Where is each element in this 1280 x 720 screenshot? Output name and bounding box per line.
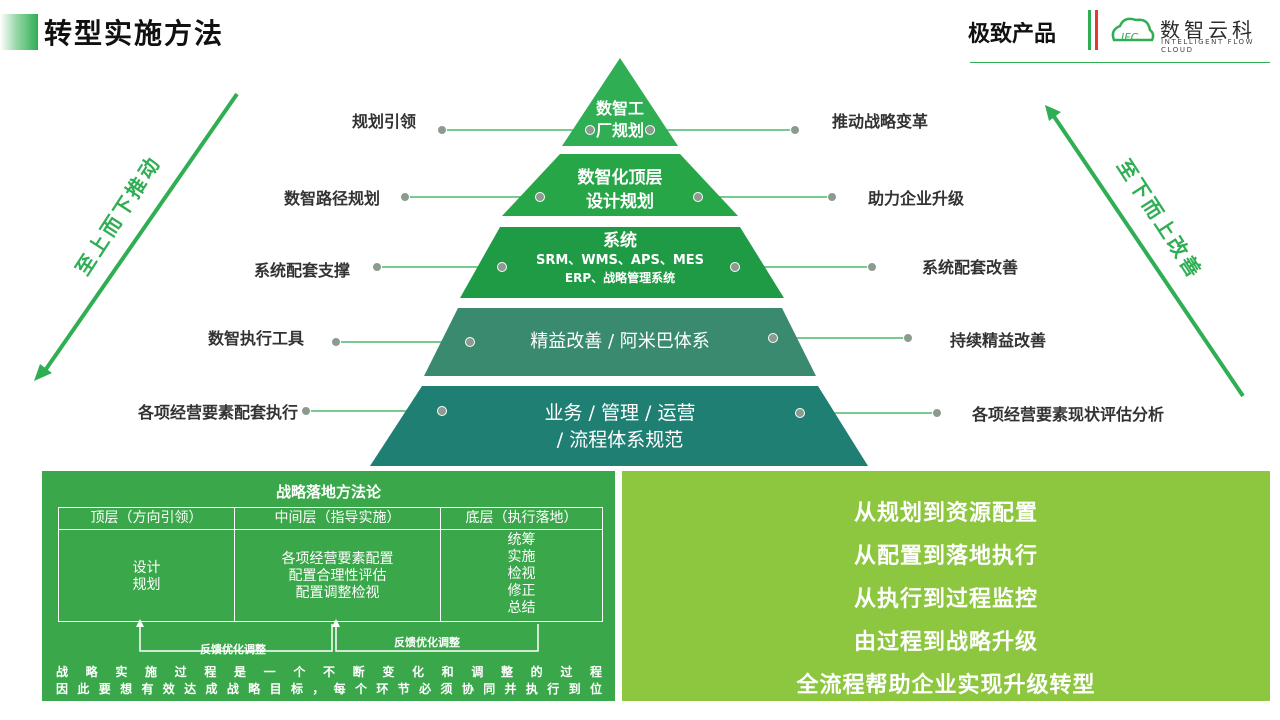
brand-logo-icon: IFC <box>1111 17 1155 44</box>
header-bottom-layer: 底层（执行落地） <box>465 510 578 526</box>
label-elements-assessment: 各项经营要素现状评估分析 <box>972 405 1165 424</box>
label-elements-execution: 各项经营要素配套执行 <box>137 403 298 422</box>
methodology-footer-1: 战略实施过程是一个不断变化和调整的过程 <box>56 665 602 679</box>
tier-2-shape <box>502 154 738 216</box>
connector-dots <box>301 125 942 418</box>
flow-item-3: 从执行到过程监控 <box>853 587 1038 612</box>
tier-3-text: 系统 SRM、WMS、APS、MES ERP、战略管理系统 <box>535 231 705 285</box>
tier-5-text: 业务 / 管理 / 运营/ 流程体系规范 <box>544 402 696 451</box>
header-rule <box>970 62 1270 63</box>
label-strategy-change: 推动战略变革 <box>832 112 929 131</box>
tier-2-text: 数智化顶层设计规划 <box>577 168 663 212</box>
header-divider <box>59 529 602 530</box>
label-digital-path: 数智路径规划 <box>283 189 380 208</box>
label-enterprise-upgrade: 助力企业升级 <box>868 189 965 208</box>
flow-item-4: 由过程到战略升级 <box>853 630 1038 655</box>
header-middle-layer: 中间层（指导实施） <box>274 510 401 526</box>
label-continuous-lean: 持续精益改善 <box>950 331 1047 350</box>
brand-subtitle: INTELLIGENT FLOW CLOUD <box>1161 38 1255 54</box>
label-execution-tools: 数智执行工具 <box>207 329 304 348</box>
flow-item-2: 从配置到落地执行 <box>853 544 1038 569</box>
feedback-label-1: 反馈优化调整 <box>200 643 266 656</box>
cell-bottom-layer: 统筹实施检视修正总结 <box>507 532 536 616</box>
flow-item-5: 全流程帮助企业实现升级转型 <box>796 673 1096 698</box>
methodology-title: 战略落地方法论 <box>275 483 381 501</box>
methodology-table: 顶层（方向引领） 中间层（指导实施） 底层（执行落地） 设计规划 各项经营要素配… <box>58 507 603 622</box>
brand-name: 数智云科 <box>1160 18 1256 42</box>
tier-4-shape <box>424 308 816 376</box>
label-system-improve: 系统配套改善 <box>922 258 1019 277</box>
page-title: 转型实施方法 <box>44 17 225 50</box>
title-accent-bar <box>0 14 38 50</box>
feedback-label-2: 反馈优化调整 <box>394 636 460 649</box>
right-up-arrow-icon <box>1045 105 1245 398</box>
methodology-panel: 战略落地方法论 顶层（方向引领） 中间层（指导实施） 底层（执行落地） 设计规划… <box>42 471 615 701</box>
cell-middle-layer: 各项经营要素配置配置合理性评估配置调整检视 <box>281 551 394 601</box>
feedback-arrows-icon <box>136 619 539 652</box>
tier-1-text: 数智工厂规划 <box>595 99 644 140</box>
tier-1-shape <box>562 58 678 146</box>
flow-panel: 从规划到资源配置 从配置到落地执行 从执行到过程监控 由过程到战略升级 全流程帮… <box>622 471 1270 701</box>
svg-text:IFC: IFC <box>1121 31 1139 44</box>
brand-divider-red <box>1095 10 1098 50</box>
header-top-layer: 顶层（方向引领） <box>90 510 203 526</box>
label-system-support: 系统配套支撑 <box>253 261 350 280</box>
flow-item-1: 从规划到资源配置 <box>853 501 1038 526</box>
column-divider <box>440 508 441 621</box>
pyramid-diagram <box>34 58 1245 466</box>
left-down-arrow-icon <box>34 92 239 381</box>
tier-5-shape <box>370 386 868 466</box>
tier-4-text: 精益改善 / 阿米巴体系 <box>530 331 710 352</box>
methodology-footer-2: 因此要想有效达成战略目标，每个环节必须协同并执行到位 <box>56 682 602 696</box>
cell-top-layer: 设计规划 <box>132 560 161 593</box>
column-divider <box>234 508 235 621</box>
label-planning-lead: 规划引领 <box>351 112 416 131</box>
brand-divider-green <box>1088 10 1091 50</box>
product-label: 极致产品 <box>968 22 1057 47</box>
tier-3-shape <box>460 227 784 298</box>
